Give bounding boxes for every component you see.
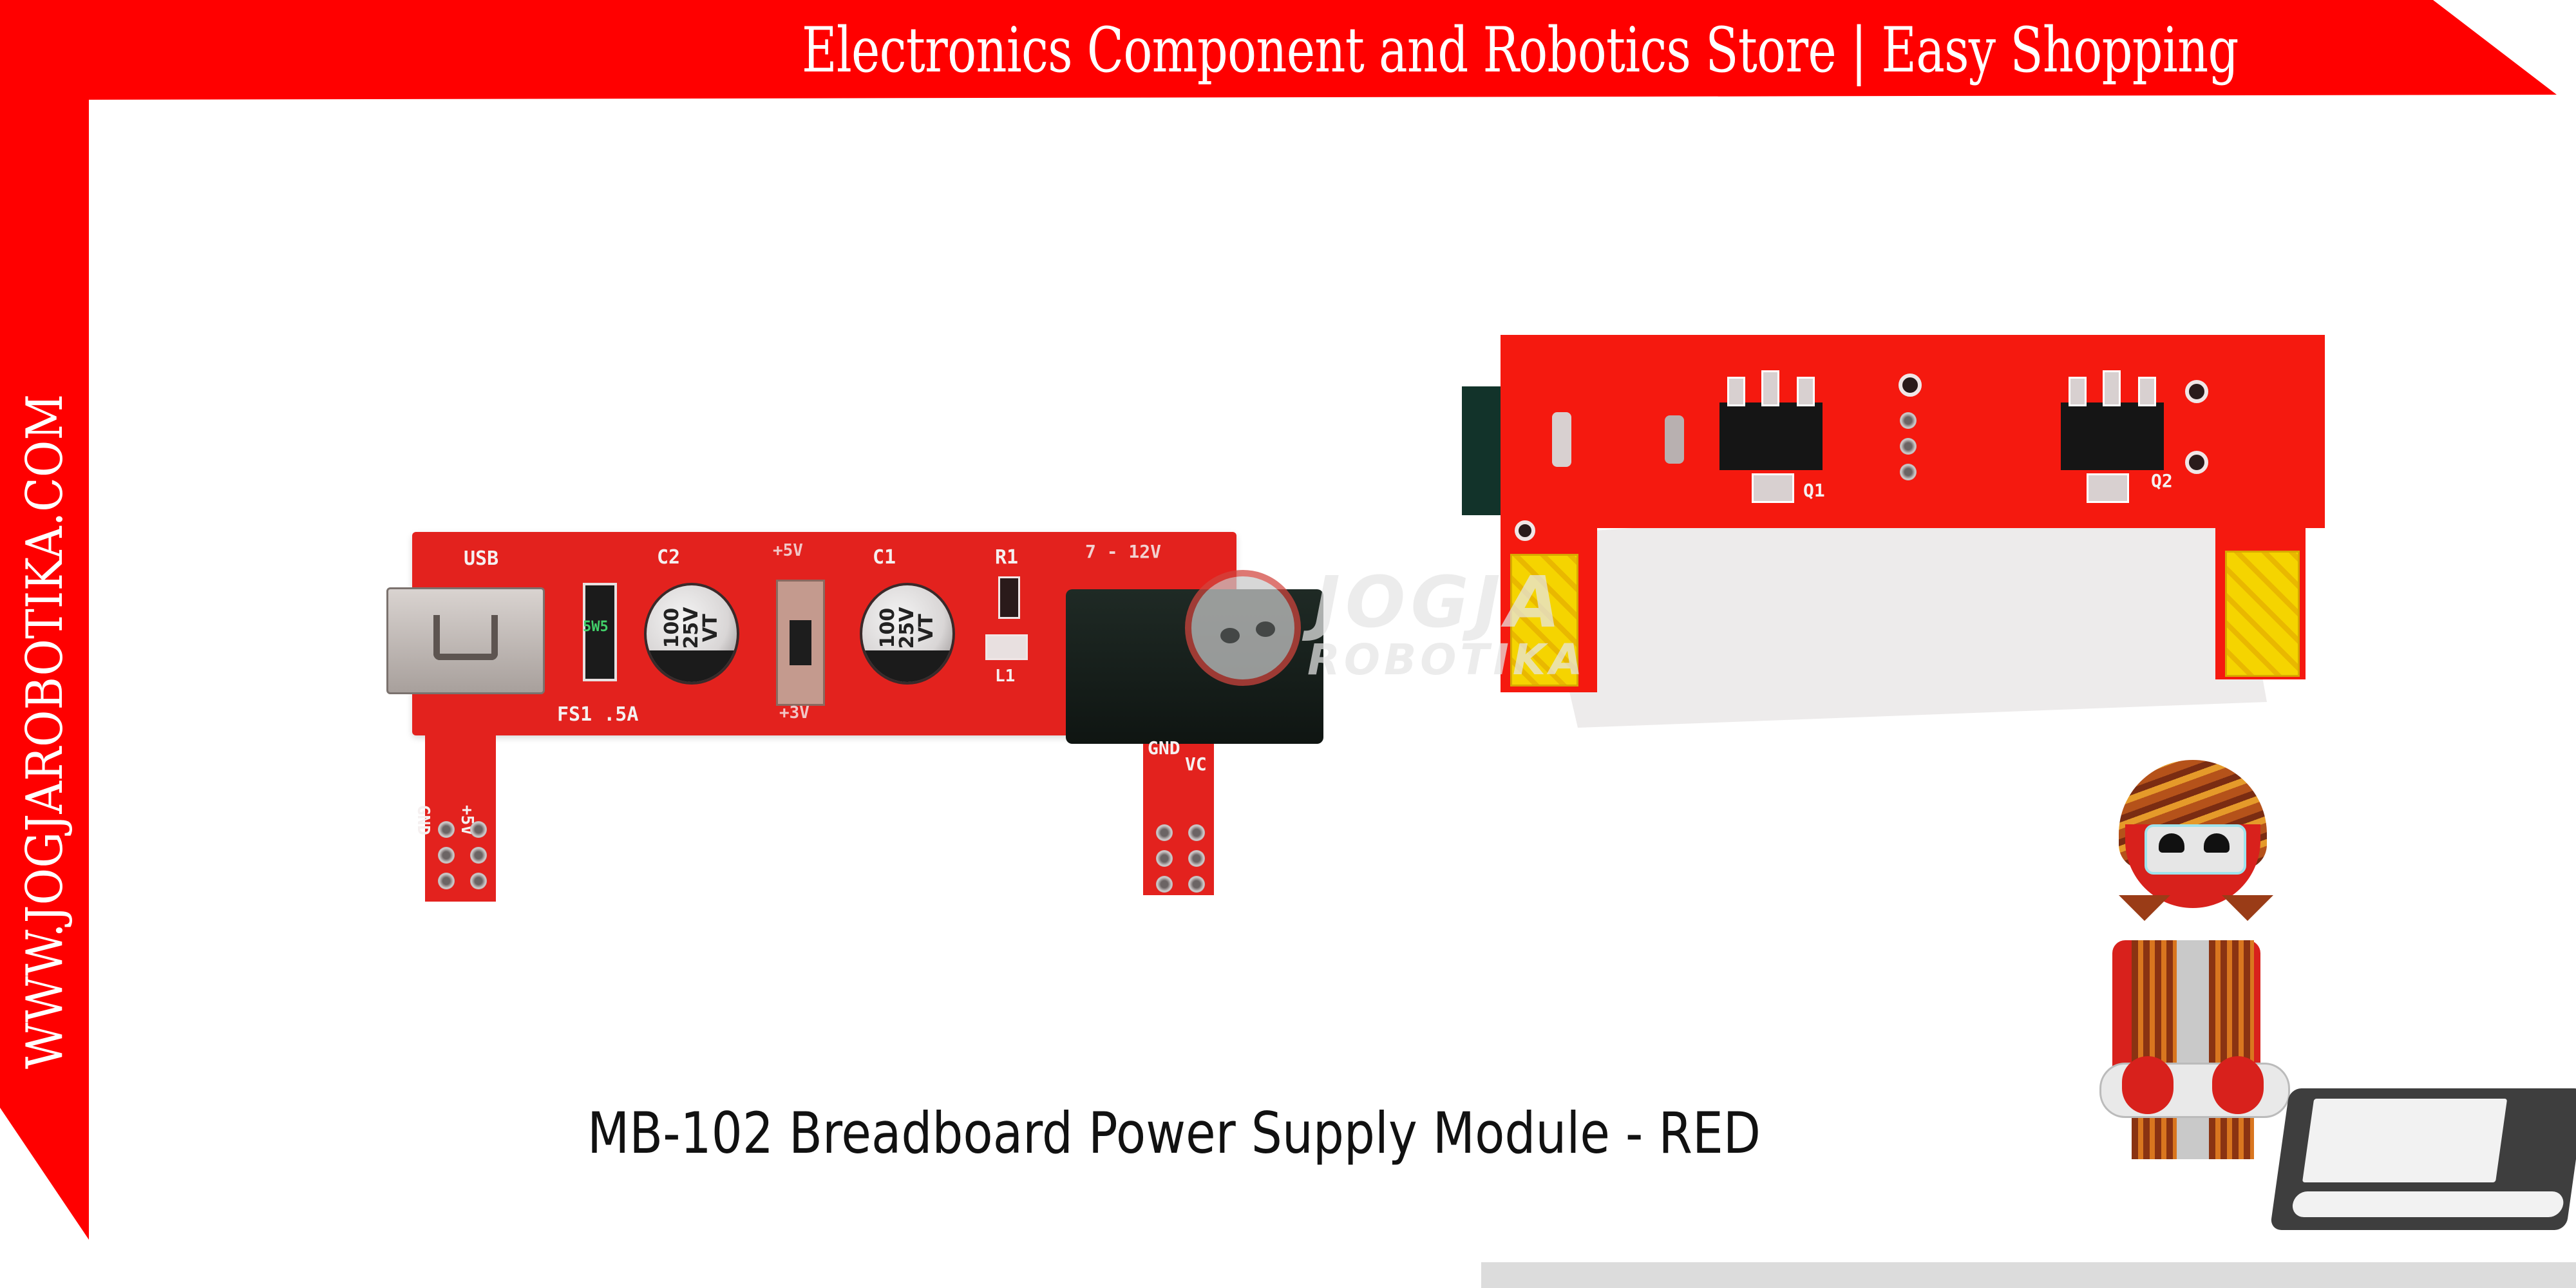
pin [438, 847, 455, 864]
pin [1188, 824, 1205, 841]
via [2185, 380, 2208, 403]
robot-face-logo-icon [1185, 570, 1301, 686]
label-gnd-left: GND [413, 805, 433, 835]
resistor-r1 [998, 576, 1020, 619]
shadow-back-board [1533, 489, 2267, 728]
label-usb: USB [464, 547, 499, 570]
product-title: MB-102 Breadboard Power Supply Module - … [587, 1100, 1761, 1166]
ic-pin [1727, 377, 1745, 406]
label-switch-bottom: +3V [779, 703, 810, 723]
ic-tab [1752, 473, 1794, 503]
solder-joint [1900, 438, 1917, 455]
label-l1: L1 [995, 667, 1016, 686]
robot-mascot-icon [2074, 753, 2576, 1269]
laptop [2269, 1088, 2576, 1230]
regulator-q2 [2061, 402, 2164, 470]
mascot-scarf [2222, 895, 2273, 921]
mascot-vest-right [2209, 940, 2254, 1159]
label-gnd-right: GND [1148, 737, 1180, 759]
pin [1188, 876, 1205, 893]
pin [470, 847, 487, 864]
mascot-vest-left [2132, 940, 2177, 1159]
capacitor-c1-marking: 100 25V VT [876, 607, 938, 649]
watermark-line1: JOGJA [1314, 561, 1566, 643]
label-5v-top: +5V [773, 541, 803, 560]
fuse: 5W5 [583, 583, 617, 681]
label-c1: C1 [873, 546, 896, 569]
front-board-right-leg [1143, 715, 1214, 895]
yellow-header-left [1510, 554, 1578, 687]
back-board-body [1501, 335, 2325, 528]
top-banner-shape [0, 0, 2557, 158]
label-fuse: FS1 .5A [557, 703, 639, 726]
via [2185, 451, 2208, 474]
watermark-line2: ROBOTIKA [1307, 635, 1587, 685]
pin [1156, 876, 1173, 893]
smd-part [1552, 412, 1571, 467]
ic-pin [2103, 370, 2121, 406]
label-voltage-range: 7 - 12V [1085, 541, 1162, 562]
led-l1 [985, 634, 1028, 660]
label-c2: C2 [657, 546, 681, 569]
desk-surface [1481, 1262, 2576, 1288]
label-r1: R1 [995, 546, 1019, 569]
website-url: WWW.JOGJAROBOTIKA.COM [16, 393, 74, 1069]
smd-part [1665, 415, 1684, 464]
power-switch [776, 580, 825, 706]
label-q2: Q2 [2151, 470, 2173, 491]
label-vcc-right: VC [1185, 753, 1207, 775]
ic-pin [1797, 377, 1815, 406]
ic-pin [1761, 370, 1779, 406]
label-q1: Q1 [1803, 480, 1825, 501]
capacitor-c2-marking: 100 25V VT [661, 607, 722, 649]
via [1515, 520, 1535, 541]
capacitor-c2: 100 25V VT [644, 583, 739, 685]
pin [438, 873, 455, 889]
mascot-hand-right [2212, 1056, 2264, 1114]
via [1899, 374, 1922, 397]
mascot-hand-left [2122, 1056, 2174, 1114]
ic-pin [2069, 377, 2087, 406]
mascot-scarf [2119, 895, 2170, 921]
pin [1188, 850, 1205, 867]
pin [470, 873, 487, 889]
capacitor-c1: 100 25V VT [860, 583, 955, 685]
mascot-chest [2177, 940, 2209, 1159]
pin [438, 821, 455, 838]
front-board-left-leg [425, 715, 496, 902]
regulator-q1 [1719, 402, 1823, 470]
banner-tagline: Electronics Component and Robotics Store… [802, 14, 2239, 86]
pin [470, 821, 487, 838]
pin [1156, 824, 1173, 841]
solder-joint [1900, 464, 1917, 480]
watermark: JOGJA ROBOTIKA [1185, 564, 1584, 692]
pin [1156, 850, 1173, 867]
mini-usb-connector [386, 587, 545, 694]
yellow-header-right [2225, 551, 2300, 677]
ic-tab [2087, 473, 2129, 503]
fuse-marking: 5W5 [583, 619, 609, 635]
solder-joint [1900, 412, 1917, 429]
ic-pin [2138, 377, 2156, 406]
side-banner-shape [0, 97, 89, 1240]
